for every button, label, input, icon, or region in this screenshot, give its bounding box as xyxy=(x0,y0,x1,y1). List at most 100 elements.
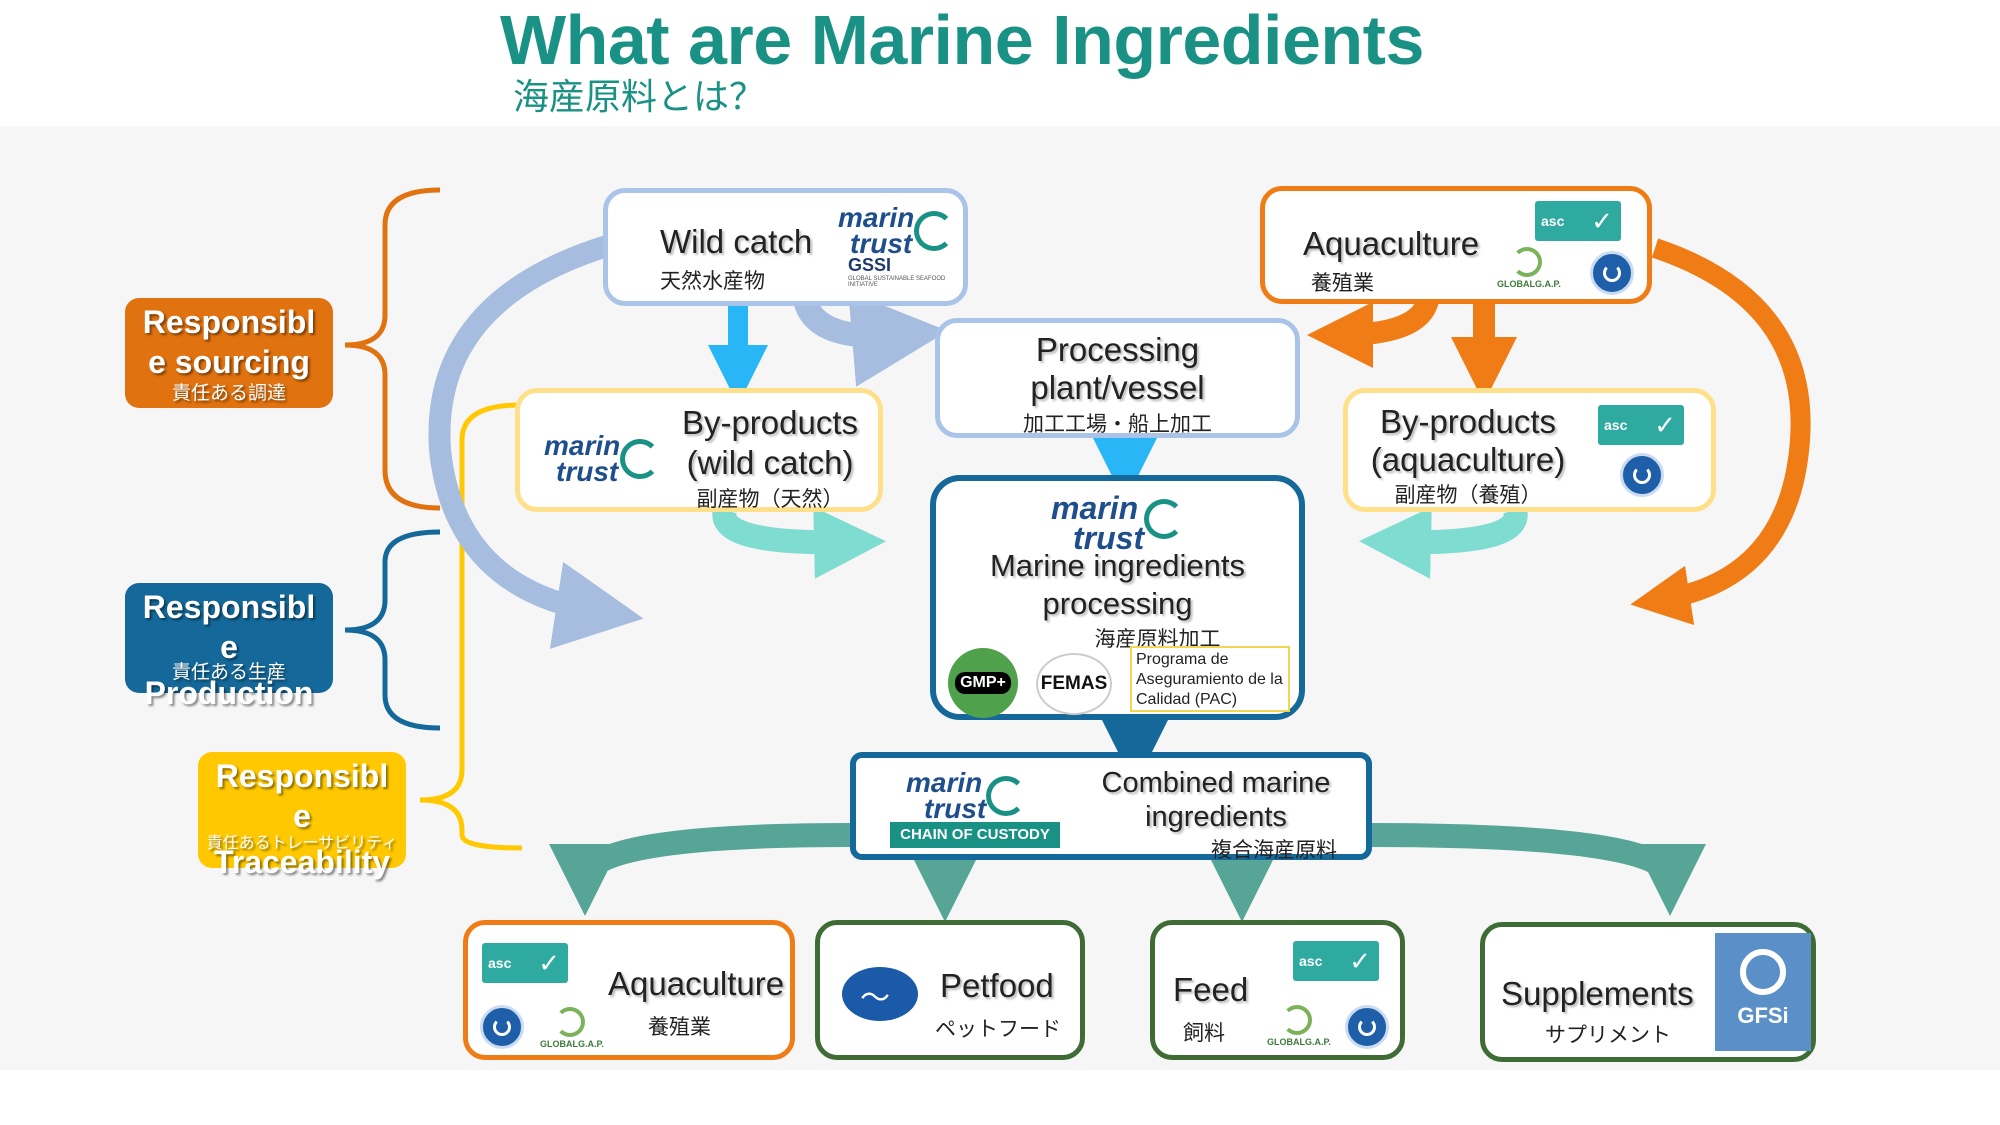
traceability-line3: Traceability xyxy=(213,844,391,880)
asc-badge-icon: asc xyxy=(1598,405,1684,445)
node-byproducts-wild: marin trust By-products (wild catch) 副産物… xyxy=(515,388,883,512)
globalgap-icon: GLOBALG.A.P. xyxy=(540,1007,604,1049)
globalgap-icon: GLOBALG.A.P. xyxy=(1497,247,1561,289)
byprod-wild-jp: 副産物（天然） xyxy=(696,487,844,511)
brace-traceability xyxy=(419,402,523,851)
wild-catch-label: Wild catch xyxy=(660,223,813,260)
marintrust-swirl-icon xyxy=(914,211,955,251)
arrow-combined-to-supplements xyxy=(1369,823,1706,916)
marintrust-word2: trust xyxy=(924,793,987,824)
asc-badge-icon: asc xyxy=(1535,201,1621,241)
marintrust-swirl-icon xyxy=(986,776,1027,816)
node-marine-ingredients-processing: marin trust Marine ingredients processin… xyxy=(930,475,1305,720)
output-aquaculture: asc GLOBALG.A.P. Aquaculture 養殖業 xyxy=(463,920,795,1060)
label-responsible-production: Responsibl e 責任ある生産 Production xyxy=(125,583,333,711)
combined-jp: 複合海産原料 xyxy=(1211,838,1337,862)
out-feed-label: Feed xyxy=(1173,971,1249,1008)
page-subtitle: 海産原料とは？ xyxy=(513,77,766,118)
pac-logo: Programa de Aseguramiento de la Calidad … xyxy=(1130,646,1290,712)
out-petfood-label: Petfood xyxy=(940,967,1054,1004)
traceability-line2: e xyxy=(293,798,311,834)
label-responsible-sourcing: Responsibl e sourcing 責任ある調達 xyxy=(125,298,333,408)
gfsi-ring-icon xyxy=(1740,949,1786,995)
plant-line2: plant/vessel xyxy=(1030,369,1205,406)
byprod-aqua-line2: (aquaculture) xyxy=(1370,441,1566,478)
byprod-wild-line2: (wild catch) xyxy=(686,444,854,481)
femas-icon: FEMAS xyxy=(1036,653,1112,715)
production-line1: Responsibl xyxy=(142,589,316,625)
output-feed: Feed 飼料 asc GLOBALG.A.P. xyxy=(1150,920,1405,1060)
brace-sourcing xyxy=(344,187,441,511)
gssi-logo: GSSI GLOBAL SUSTAINABLE SEAFOOD INITIATI… xyxy=(848,255,963,288)
asc-badge-icon: asc xyxy=(1293,941,1379,981)
gfsi-text: GFSi xyxy=(1737,1003,1789,1028)
bap-badge-icon xyxy=(1590,251,1634,295)
out-aquaculture-label: Aquaculture xyxy=(608,965,785,1002)
arrow-aqua-to-plant xyxy=(1307,296,1439,368)
out-feed-jp: 飼料 xyxy=(1183,1021,1225,1045)
marintrust-logo: marin trust xyxy=(544,430,661,487)
marintrust-logo: marin trust xyxy=(1051,490,1185,556)
marintrust-word1: marin xyxy=(544,430,621,461)
marintrust-word2: trust xyxy=(850,228,913,259)
msc-fish-icon xyxy=(842,967,918,1021)
aquaculture-source-jp: 養殖業 xyxy=(1311,271,1374,295)
byprod-aqua-jp: 副産物（養殖） xyxy=(1394,483,1542,507)
gssi-name: GSSI xyxy=(848,255,892,275)
node-aquaculture-source: Aquaculture 養殖業 asc GLOBALG.A.P. xyxy=(1260,186,1652,304)
marintrust-word1: marin xyxy=(838,202,915,233)
output-supplements: Supplements サプリメント GFSi xyxy=(1480,922,1816,1062)
node-wild-catch: Wild catch 天然水産物 marin trust GSSI GLOBAL… xyxy=(603,188,968,306)
combined-line2: ingredients xyxy=(1145,801,1287,833)
node-combined-marine-ingredients: marin trust CHAIN OF CUSTODY Combined ma… xyxy=(850,752,1372,862)
production-jp: 責任ある生産 xyxy=(171,661,286,683)
out-supplements-jp: サプリメント xyxy=(1545,1023,1671,1047)
combined-line1: Combined marine xyxy=(1101,767,1331,799)
label-responsible-traceability: Responsibl e 責任あるトレーサビリティ Traceability xyxy=(198,752,406,880)
globalgap-icon: GLOBALG.A.P. xyxy=(1267,1005,1331,1047)
chain-of-custody-badge: CHAIN OF CUSTODY xyxy=(890,822,1060,848)
marintrust-logo: marin trust xyxy=(906,767,1027,824)
sourcing-line2: e sourcing xyxy=(148,344,310,380)
processing-line2: processing xyxy=(1042,586,1193,621)
plant-jp: 加工工場・船上加工 xyxy=(1023,412,1212,436)
processing-line1: Marine ingredients xyxy=(989,548,1246,583)
marintrust-swirl-icon xyxy=(620,439,661,479)
arrow-combined-to-aquaculture xyxy=(549,823,851,916)
output-petfood: Petfood ペットフード xyxy=(815,920,1085,1060)
out-aquaculture-jp: 養殖業 xyxy=(648,1015,711,1039)
marintrust-swirl-icon xyxy=(1144,499,1185,539)
bap-badge-icon xyxy=(1345,1005,1389,1049)
out-petfood-jp: ペットフード xyxy=(935,1017,1061,1041)
node-byproducts-aquaculture: By-products (aquaculture) 副産物（養殖） asc xyxy=(1343,388,1716,512)
brace-production xyxy=(344,529,441,731)
asc-badge-icon: asc xyxy=(482,943,568,983)
arrow-byprod-wild-to-processing xyxy=(712,506,886,579)
traceability-line1: Responsibl xyxy=(215,758,389,794)
sourcing-line1: Responsibl xyxy=(142,304,316,340)
arrow-wild-to-plant xyxy=(793,291,948,387)
marintrust-word1: marin xyxy=(906,767,983,798)
bap-badge-icon xyxy=(1620,453,1664,497)
wild-catch-jp: 天然水産物 xyxy=(660,269,765,293)
marintrust-word2: trust xyxy=(1073,520,1145,556)
marintrust-word1: marin xyxy=(1051,490,1139,526)
production-line3: Production xyxy=(144,675,314,711)
out-supplements-label: Supplements xyxy=(1501,975,1694,1012)
aquaculture-source-label: Aquaculture xyxy=(1303,225,1480,262)
gssi-tag: GLOBAL SUSTAINABLE SEAFOOD INITIATIVE xyxy=(848,276,946,288)
sourcing-jp: 責任ある調達 xyxy=(171,382,286,404)
marintrust-word2: trust xyxy=(556,456,619,487)
production-line2: e xyxy=(220,629,238,665)
gmp-plus-icon: GMP+ xyxy=(948,648,1018,718)
gmp-text: GMP+ xyxy=(955,672,1011,694)
bap-badge-icon xyxy=(480,1005,524,1049)
marintrust-logo: marin trust xyxy=(838,202,955,259)
byprod-wild-line1: By-products xyxy=(681,404,859,441)
traceability-jp: 責任あるトレーサビリティ xyxy=(206,833,398,852)
node-processing-plant: Processing plant/vessel 加工工場・船上加工 xyxy=(935,318,1300,438)
gfsi-logo: GFSi xyxy=(1715,933,1811,1051)
byprod-aqua-line1: By-products xyxy=(1379,403,1557,440)
arrow-aqua-curve xyxy=(1630,238,1811,626)
